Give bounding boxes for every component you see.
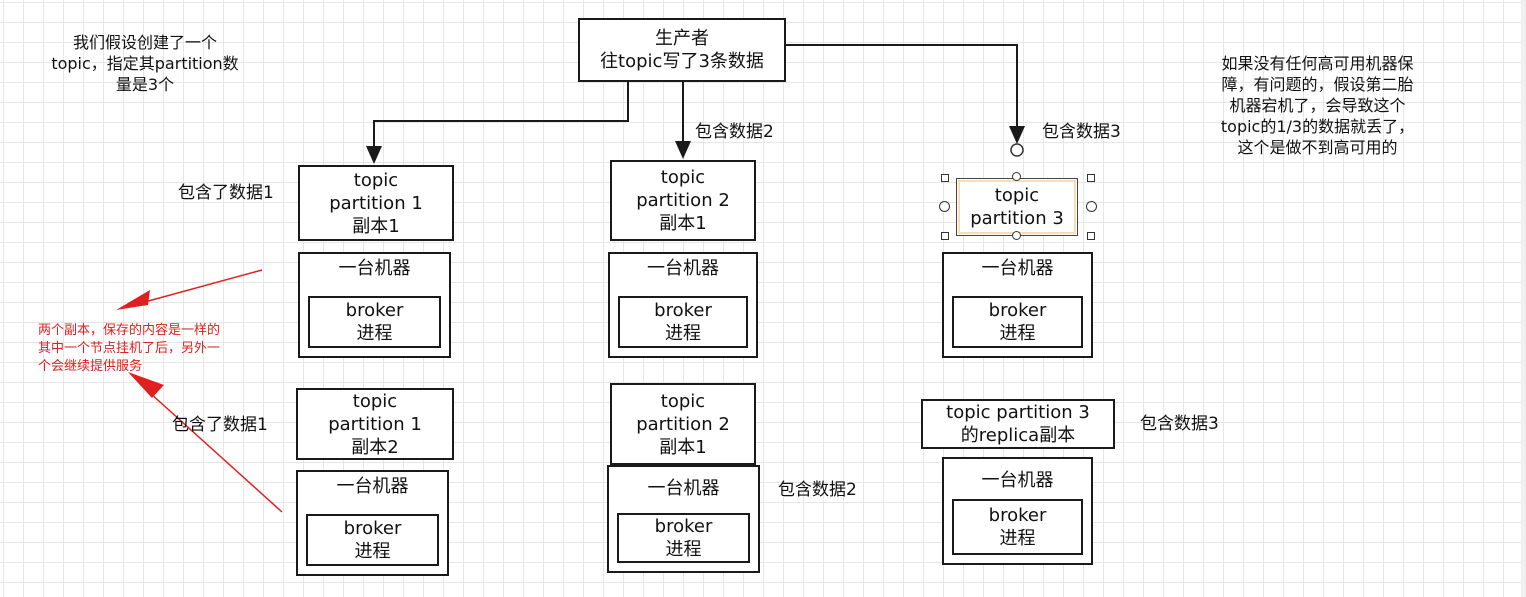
broker-process-box[interactable]: broker 进程 (306, 514, 439, 566)
machine-title: 一台机器 (338, 258, 411, 279)
red-arrowhead-lower (128, 372, 164, 398)
label-contains-data3: 包含数据3 (1140, 414, 1219, 434)
machine-title: 一台机器 (336, 476, 409, 497)
box-line: 进程 (665, 323, 701, 344)
box-line: partition 1 (328, 413, 422, 435)
box-line: topic partition 3 (946, 402, 1090, 423)
note-replica-explanation: 两个副本，保存的内容是一样的 其中一个节点挂机了后，另外一 个会继续提供服务 (38, 322, 220, 376)
machine-box[interactable]: 一台机器 broker 进程 (296, 470, 449, 576)
box-line: broker (654, 300, 712, 321)
box-line: broker (343, 518, 402, 539)
partition3-box[interactable]: topic partition 3 (956, 178, 1078, 236)
machine-box[interactable]: 一台机器 broker 进程 (942, 252, 1093, 358)
edge-label-data3: 包含数据3 (1042, 122, 1121, 142)
note-line: 障，有问题的，假设第二胎 (1221, 75, 1414, 94)
box-line: topic (660, 167, 706, 188)
producer-subtitle: 往topic写了3条数据 (600, 51, 764, 72)
broker-process-box[interactable]: broker 进程 (617, 513, 750, 563)
machine-box[interactable]: 一台机器 broker 进程 (608, 252, 758, 358)
box-line: 进程 (356, 323, 393, 344)
broker-process-box[interactable]: broker 进程 (308, 296, 441, 348)
note-topic-partitions: 我们假设创建了一个 topic，指定其partition数 量是3个 (30, 32, 260, 95)
connection-point-left[interactable] (939, 201, 950, 212)
producer-box[interactable]: 生产者 往topic写了3条数据 (578, 18, 786, 82)
connection-point-right[interactable] (1086, 201, 1097, 212)
arrow-producer-to-partition3 (784, 44, 1018, 128)
partition1-replica2-box[interactable]: topic partition 1 副本2 (296, 388, 454, 460)
label-contains-data1-replica: 包含了数据1 (172, 415, 268, 435)
partition1-replica1-box[interactable]: topic partition 1 副本1 (298, 165, 454, 241)
label-contains-data2: 包含数据2 (778, 480, 857, 500)
label-contains-data1: 包含了数据1 (178, 183, 274, 203)
box-line: broker (988, 300, 1047, 321)
note-line: 个会继续提供服务 (38, 359, 143, 374)
box-line: 进程 (354, 541, 391, 562)
box-line: 副本1 (659, 213, 707, 234)
note-line: 量是3个 (115, 75, 175, 94)
partition2-replica-box[interactable]: topic partition 2 副本1 (610, 383, 756, 465)
partition3-replica-box[interactable]: topic partition 3 的replica副本 (921, 399, 1115, 449)
machine-box[interactable]: 一台机器 broker 进程 (298, 252, 451, 358)
note-line: 两个副本，保存的内容是一样的 (38, 323, 221, 338)
connection-point-top[interactable] (1012, 172, 1021, 181)
arrowhead-partition2 (675, 141, 691, 159)
note-line: topic的1/3的数据就丢了， (1220, 117, 1415, 136)
resize-handle-bottom-left[interactable] (941, 232, 949, 240)
machine-title: 一台机器 (981, 470, 1054, 491)
machine-box[interactable]: 一台机器 broker 进程 (942, 457, 1093, 565)
note-line: 其中一个节点挂机了后，另外一 (38, 341, 221, 356)
box-line: partition 2 (636, 190, 730, 211)
arrow-producer-to-partition1 (373, 82, 629, 148)
note-line: 这个是做不到高可用的 (1237, 138, 1398, 157)
note-line: topic，指定其partition数 (51, 54, 239, 73)
box-line: 副本1 (352, 215, 400, 237)
box-line: partition 2 (636, 413, 730, 435)
box-line: broker (988, 505, 1047, 526)
box-line: partition 3 (970, 208, 1064, 229)
connection-point-bottom[interactable] (1012, 231, 1021, 240)
red-arrow-upper (129, 269, 263, 307)
note-line: 机器宕机了，会导致这个 (1229, 96, 1406, 115)
broker-process-box[interactable]: broker 进程 (952, 499, 1083, 555)
machine-title: 一台机器 (647, 258, 719, 279)
resize-handle-top-left[interactable] (941, 174, 949, 182)
box-line: 进程 (999, 528, 1036, 549)
vertical-scrollbar[interactable] (1521, 0, 1526, 597)
note-line: 如果没有任何高可用机器保 (1221, 54, 1414, 73)
partition2-replica1-box[interactable]: topic partition 2 副本1 (610, 160, 756, 241)
broker-process-box[interactable]: broker 进程 (618, 296, 748, 348)
box-line: broker (654, 516, 713, 537)
box-line: 副本2 (351, 436, 399, 458)
resize-handle-bottom-right[interactable] (1087, 232, 1095, 240)
box-line: broker (345, 300, 404, 321)
box-line: 的replica副本 (960, 425, 1076, 446)
machine-box[interactable]: 一台机器 broker 进程 (607, 465, 760, 573)
edge-label-data2: 包含数据2 (695, 122, 774, 142)
red-arrow-lower (139, 383, 283, 513)
arrowhead-partition3 (1009, 126, 1025, 144)
resize-handle-top-right[interactable] (1087, 174, 1095, 182)
box-line: 进程 (665, 539, 702, 560)
broker-process-box[interactable]: broker 进程 (952, 296, 1083, 348)
note-line: 我们假设创建了一个 (72, 33, 217, 52)
red-arrowhead-upper (116, 290, 150, 310)
connector-handle[interactable] (1010, 143, 1024, 157)
box-line: topic (353, 169, 399, 191)
box-line: 进程 (999, 323, 1036, 344)
machine-title: 一台机器 (647, 478, 720, 499)
box-line: topic (352, 390, 398, 412)
producer-title: 生产者 (655, 28, 709, 49)
box-line: topic (660, 390, 706, 412)
box-line: partition 1 (329, 192, 423, 214)
note-no-high-availability: 如果没有任何高可用机器保 障，有问题的，假设第二胎 机器宕机了，会导致这个 to… (1185, 53, 1450, 158)
arrowhead-partition1 (366, 146, 382, 164)
box-line: topic (994, 185, 1040, 206)
machine-title: 一台机器 (981, 258, 1054, 279)
box-line: 副本1 (659, 436, 707, 458)
